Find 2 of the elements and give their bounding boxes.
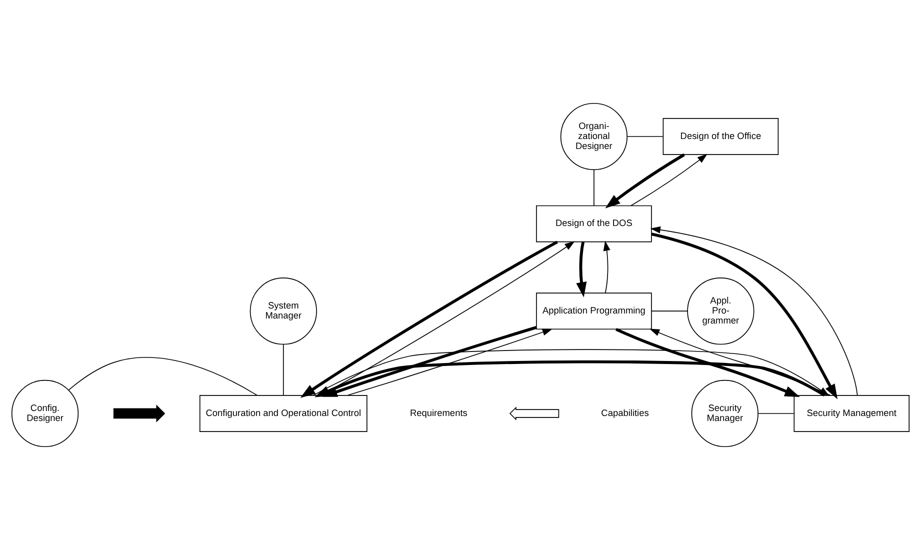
legend-label: Requirements <box>410 408 468 418</box>
legend-label: Capabilities <box>601 408 649 418</box>
